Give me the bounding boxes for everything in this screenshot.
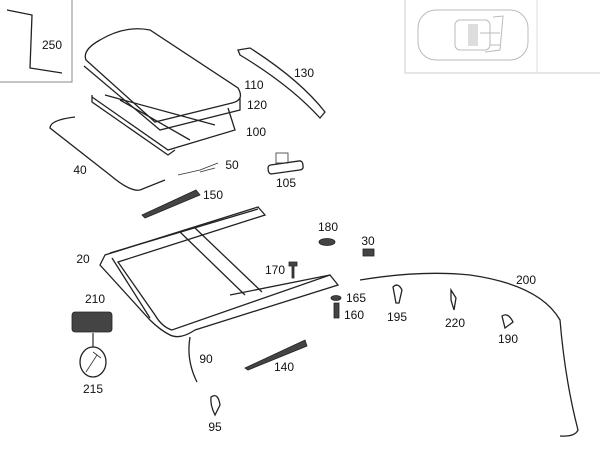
guide-150 bbox=[141, 189, 201, 219]
inset-box-250 bbox=[0, 0, 73, 83]
label-20[interactable]: 20 bbox=[76, 252, 90, 266]
label-150[interactable]: 150 bbox=[203, 188, 223, 202]
part-30 bbox=[362, 248, 375, 257]
bolt-160 bbox=[333, 302, 340, 319]
label-215[interactable]: 215 bbox=[83, 382, 103, 396]
clip-220 bbox=[450, 287, 457, 311]
label-120[interactable]: 120 bbox=[247, 98, 267, 112]
label-140[interactable]: 140 bbox=[274, 360, 294, 374]
seal-40 bbox=[49, 116, 166, 191]
washer-165 bbox=[330, 295, 342, 301]
wrench-icon-215[interactable] bbox=[79, 346, 107, 378]
label-95[interactable]: 95 bbox=[208, 420, 222, 434]
label-30[interactable]: 30 bbox=[361, 234, 375, 248]
bolt-170 bbox=[288, 261, 298, 279]
label-250[interactable]: 250 bbox=[42, 38, 62, 52]
hose-90 bbox=[188, 336, 198, 383]
clip-190 bbox=[501, 314, 514, 330]
guide-140 bbox=[244, 339, 308, 371]
label-40[interactable]: 40 bbox=[73, 163, 87, 177]
label-110[interactable]: 110 bbox=[244, 78, 263, 92]
label-195[interactable]: 195 bbox=[387, 310, 407, 324]
part-180 bbox=[318, 238, 336, 246]
sunroof-glass-panel bbox=[83, 28, 242, 156]
label-90[interactable]: 90 bbox=[199, 352, 213, 366]
label-160[interactable]: 160 bbox=[344, 308, 364, 322]
part-105 bbox=[267, 152, 304, 175]
part-50 bbox=[177, 162, 219, 176]
clip-95 bbox=[210, 394, 221, 417]
sunroof-section-icon bbox=[480, 15, 504, 53]
label-50[interactable]: 50 bbox=[225, 158, 239, 172]
label-105[interactable]: 105 bbox=[276, 176, 296, 190]
label-170[interactable]: 170 bbox=[265, 263, 285, 277]
sunroof-frame-20 bbox=[99, 206, 340, 338]
label-220[interactable]: 220 bbox=[445, 316, 465, 330]
label-200[interactable]: 200 bbox=[516, 273, 536, 287]
vehicle-locator-inset[interactable] bbox=[404, 0, 600, 74]
car-top-view-icon bbox=[417, 9, 529, 61]
label-180[interactable]: 180 bbox=[318, 220, 338, 234]
wind-deflector-130 bbox=[237, 47, 326, 119]
label-210[interactable]: 210 bbox=[85, 292, 105, 306]
label-165[interactable]: 165 bbox=[346, 291, 366, 305]
label-190[interactable]: 190 bbox=[498, 332, 518, 346]
label-100[interactable]: 100 bbox=[246, 125, 266, 139]
drain-hose-200 bbox=[359, 272, 579, 437]
motor-210 bbox=[71, 311, 113, 333]
clip-195 bbox=[392, 284, 403, 304]
label-130[interactable]: 130 bbox=[294, 66, 314, 80]
